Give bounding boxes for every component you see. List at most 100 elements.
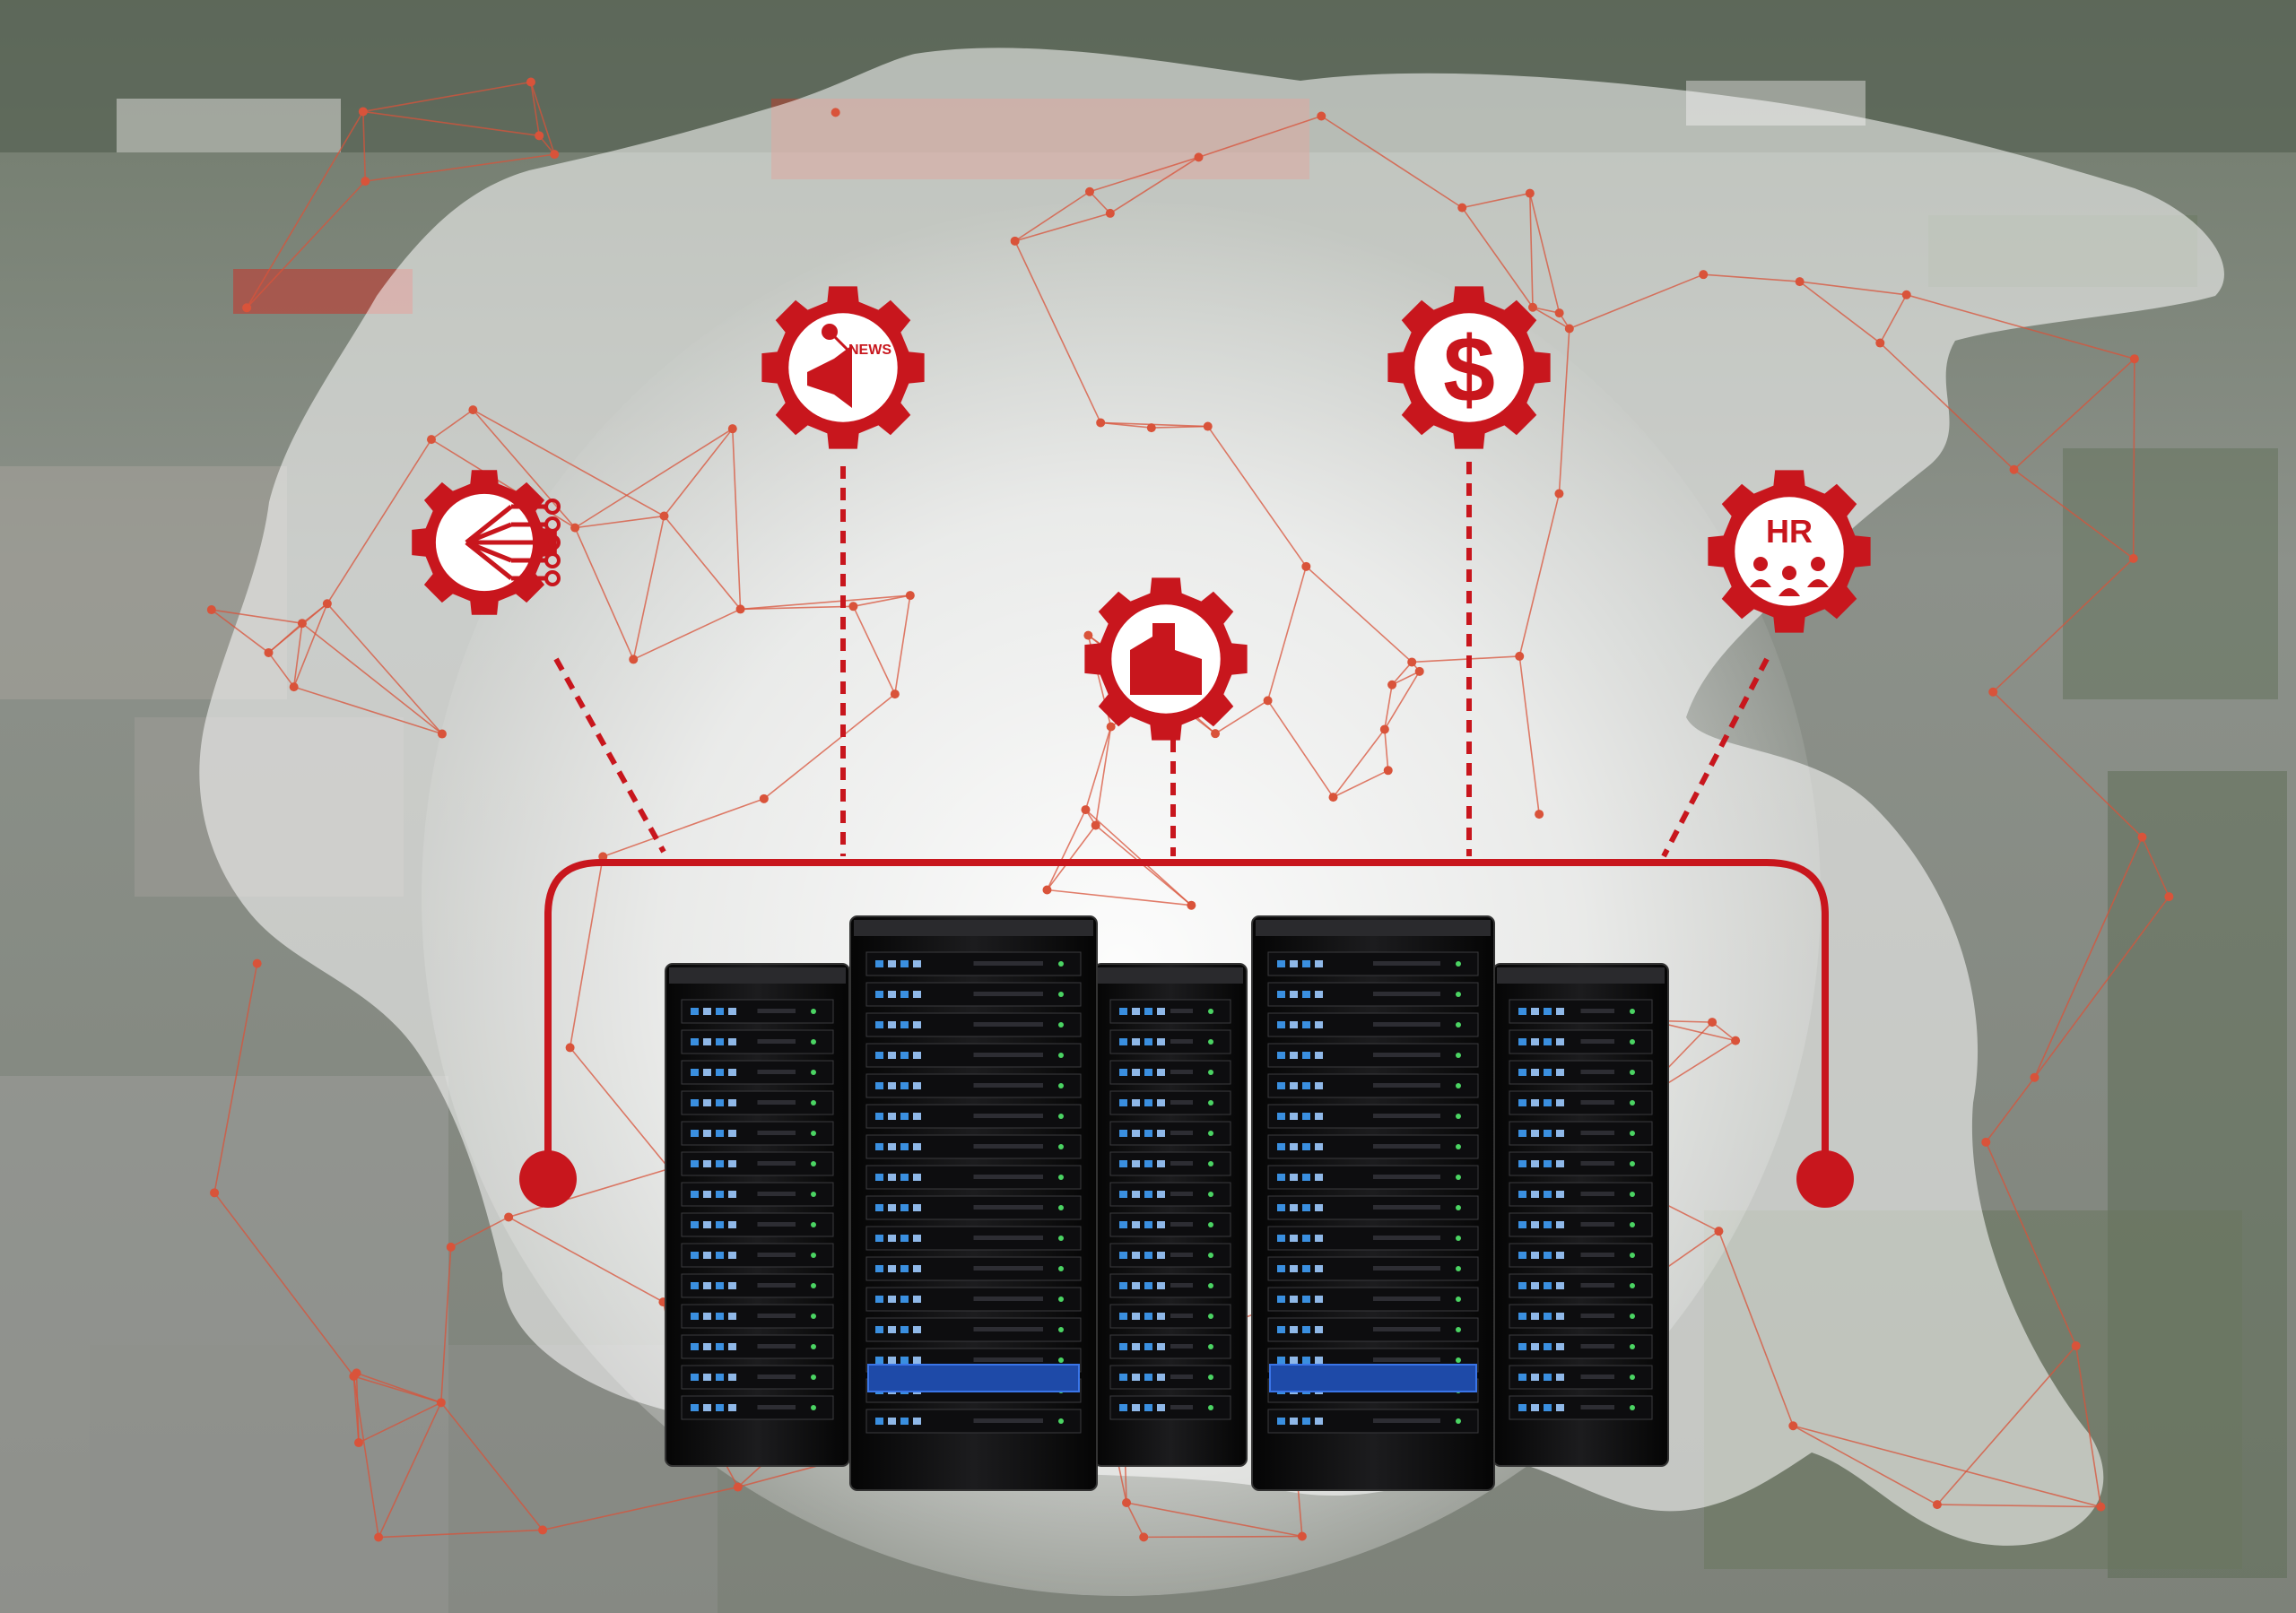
status-led <box>1456 1083 1461 1088</box>
mesh-link <box>740 594 910 611</box>
mesh-link <box>574 428 734 529</box>
rack-led <box>1544 1252 1552 1259</box>
rack-led <box>1556 1374 1564 1381</box>
drive-slot <box>973 1236 1043 1240</box>
mesh-link <box>362 81 532 113</box>
person-body <box>1779 588 1800 596</box>
mesh-link <box>1084 726 1112 811</box>
rack-led <box>888 1113 896 1120</box>
status-led <box>1208 1222 1213 1227</box>
rack-led <box>913 1235 921 1242</box>
rack-led <box>888 1357 896 1364</box>
mesh-node <box>1795 277 1805 287</box>
mesh-node <box>206 605 216 615</box>
rack-led <box>1157 1191 1165 1198</box>
rack-led <box>1132 1313 1140 1320</box>
rack-led <box>900 1357 909 1364</box>
rack-led <box>1315 1113 1323 1120</box>
rack-led <box>875 1357 883 1364</box>
circuit-pad <box>544 534 561 551</box>
rack-led <box>1518 1069 1526 1076</box>
drive-slot <box>1170 1405 1193 1409</box>
status-led <box>1208 1039 1213 1045</box>
rack-led <box>900 991 909 998</box>
data-bus-line <box>544 859 1829 1179</box>
rack-led <box>1315 1204 1323 1211</box>
status-led <box>1208 1070 1213 1075</box>
mesh-node <box>1457 203 1467 212</box>
rack-led <box>1302 1021 1310 1028</box>
rack-led <box>875 960 883 967</box>
drive-slot <box>1373 961 1440 966</box>
connector-hr <box>1661 657 1770 858</box>
mesh-node <box>1203 421 1213 431</box>
mesh-link <box>632 608 741 661</box>
mesh-link <box>1391 671 1421 686</box>
rack-led <box>1290 1418 1298 1425</box>
rack-led <box>1518 1343 1526 1350</box>
rack-led <box>875 1418 883 1425</box>
status-led <box>811 1070 816 1075</box>
rack-led <box>1315 1021 1323 1028</box>
rack-led <box>691 1343 699 1350</box>
rack-led <box>1518 1038 1526 1045</box>
rack-led <box>703 1374 711 1381</box>
mesh-node <box>1988 687 1998 697</box>
rack-led <box>1556 1038 1564 1045</box>
drive-slot <box>757 1039 796 1044</box>
mesh-node <box>2009 464 2019 474</box>
rack-led <box>1144 1282 1152 1289</box>
drive-slot <box>973 1296 1043 1301</box>
drive-slot <box>973 1327 1043 1331</box>
rack-led <box>1119 1069 1127 1076</box>
mesh-node <box>727 424 737 434</box>
connector-node-right <box>1796 1150 1854 1208</box>
rack-led <box>1302 1052 1310 1059</box>
drive-slot <box>1170 1009 1193 1013</box>
rack-led <box>900 1418 909 1425</box>
mesh-link <box>853 594 910 608</box>
rack-led <box>1531 1130 1539 1137</box>
rack-led <box>1157 1313 1165 1320</box>
drive-slot <box>973 1114 1043 1118</box>
mesh-link <box>1305 566 1413 663</box>
mesh-node <box>1297 1531 1307 1541</box>
rack-led <box>703 1008 711 1015</box>
rack-led <box>1157 1343 1165 1350</box>
rack-led <box>728 1374 736 1381</box>
rack-led <box>1132 1038 1140 1045</box>
rack-led <box>1277 1418 1285 1425</box>
mesh-link <box>352 1375 379 1538</box>
mesh-node <box>905 591 915 601</box>
drive-slot <box>1170 1192 1193 1196</box>
rack-led <box>728 1221 736 1228</box>
rack-led <box>691 1191 699 1198</box>
drive-slot <box>1580 1222 1614 1227</box>
rack-led <box>913 960 921 967</box>
mesh-link <box>1558 328 1570 494</box>
status-led <box>1208 1375 1213 1380</box>
rack-led <box>691 1038 699 1045</box>
mesh-node <box>831 108 840 117</box>
rack-led <box>1157 1130 1165 1137</box>
mesh-link <box>569 856 604 1048</box>
rack-led <box>1144 1160 1152 1167</box>
rack-led <box>1302 960 1310 967</box>
mesh-link <box>1014 212 1111 242</box>
rack-led <box>1119 1130 1127 1137</box>
hr-label: HR <box>1766 513 1813 550</box>
dashed-connectors <box>553 462 1770 858</box>
mesh-link <box>1014 191 1091 242</box>
rack-led <box>1544 1099 1552 1106</box>
mesh-node <box>1187 900 1196 910</box>
rack-led <box>1302 1204 1310 1211</box>
status-led <box>1456 1144 1461 1149</box>
mesh-node <box>565 1043 575 1053</box>
status-led <box>1058 1236 1064 1241</box>
rack-led <box>1157 1282 1165 1289</box>
status-led <box>1630 1039 1635 1045</box>
rack-led <box>913 1021 921 1028</box>
mesh-node <box>468 405 478 415</box>
rack-led <box>1277 1021 1285 1028</box>
rack-led <box>913 1113 921 1120</box>
